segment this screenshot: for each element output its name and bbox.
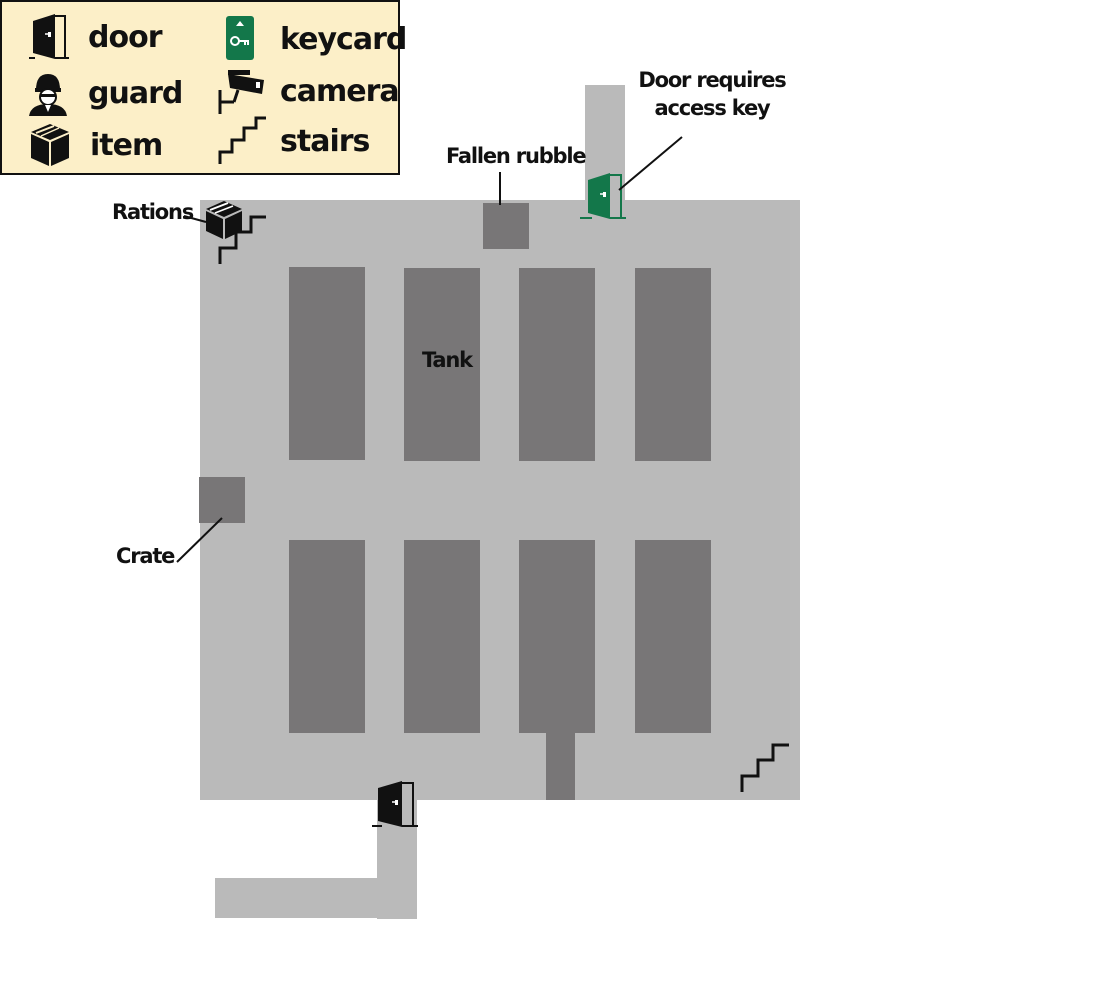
camera-icon [214,68,266,114]
crate-block [199,477,245,523]
tank-pipe [546,730,575,800]
legend-label-guard: guard [88,75,183,111]
south-corridor-horizontal [215,878,417,918]
stairs-icon[interactable] [218,215,266,264]
keycard-icon [214,16,266,62]
door-note-label: Door requires access key [632,66,792,122]
door-note-pointer [618,136,683,191]
legend-item-item: item [24,122,163,168]
locked-door-icon[interactable] [580,173,626,219]
legend-label-stairs: stairs [280,123,370,159]
legend-label-door: door [88,19,162,55]
fallen-rubble-label: Fallen rubble [446,144,587,168]
legend-label-camera: camera [280,73,400,109]
tank [404,268,480,461]
legend-label-item: item [90,127,163,163]
rations-label: Rations [112,200,194,224]
tank [635,268,711,461]
fallen-rubble-block [483,203,529,249]
door-note-line1: Door requires [638,68,786,92]
tank [519,268,595,461]
rations-pointer [183,215,207,223]
tank [519,540,595,733]
tank [635,540,711,733]
legend-item-stairs: stairs [214,116,370,164]
crate-label: Crate [116,544,175,568]
stairs-icon [214,116,266,164]
stairs-icon[interactable] [740,743,789,792]
door-note-line2: access key [654,96,771,120]
crate-pointer [176,517,223,563]
legend-item-keycard: keycard [214,16,407,62]
legend-item-door: door [22,14,162,60]
guard-icon [22,70,74,116]
legend-item-guard: guard [22,70,183,116]
legend-label-keycard: keycard [280,21,407,57]
tank [289,540,365,733]
door-icon [22,14,74,60]
tank-label: Tank [422,348,473,372]
tank [404,540,480,733]
map-legend: door keycard guard [0,0,407,175]
item-icon [24,122,76,168]
door-icon[interactable] [372,781,418,827]
legend-item-camera: camera [214,68,400,114]
tank [289,267,365,460]
